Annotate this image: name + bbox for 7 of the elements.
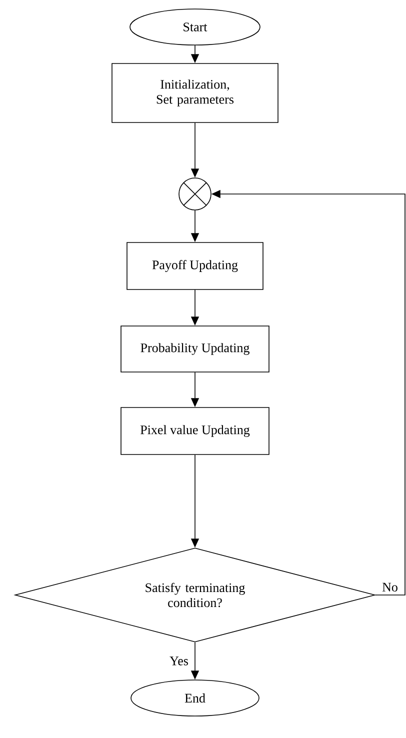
process-box: Payoff Updating [126, 242, 264, 290]
edge-label: No [382, 582, 398, 592]
junction-circle [178, 178, 212, 210]
edge-label: Yes [170, 656, 188, 666]
process-box: Pixel value Updating [120, 407, 270, 455]
process-box: Probability Updating [120, 326, 270, 372]
process-box: Initialization, Set parameters [112, 63, 278, 123]
